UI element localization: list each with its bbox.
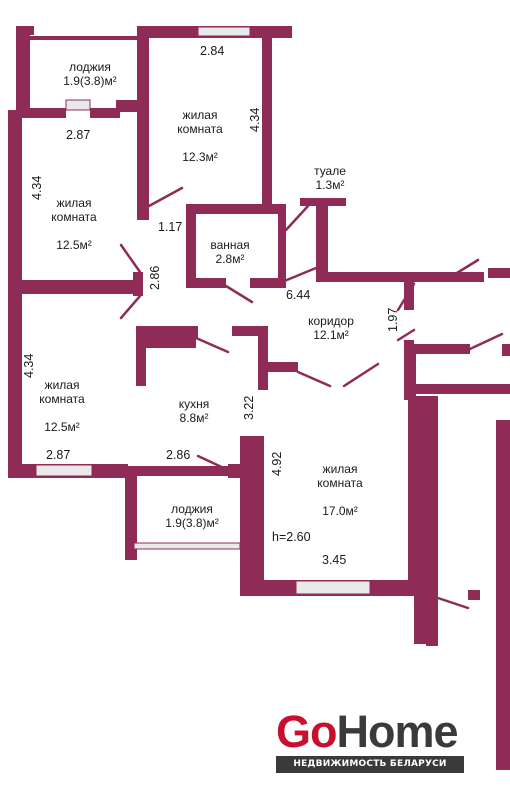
dim-197: 1.97: [386, 307, 400, 332]
dim-286-vert: 2.86: [148, 265, 162, 290]
kitchen-area: 8.8м²: [179, 411, 209, 425]
dim-434-top: 4.34: [248, 107, 262, 132]
toilet-name: туале: [314, 164, 346, 178]
dim-492: 4.92: [270, 451, 284, 476]
living-top-label: жилая комната 12.3м²: [160, 94, 240, 178]
kitchen-label: кухня 8.8м²: [166, 397, 222, 425]
corridor-label: коридор 12.1м²: [296, 314, 366, 342]
dim-434-bottom-left: 4.34: [22, 353, 36, 378]
gohome-logo: GoHome НЕДВИЖИМОСТЬ БЕЛАРУСИ: [276, 708, 466, 774]
living-top-name: жилая комната: [177, 108, 223, 136]
dim-287-top: 2.87: [66, 128, 91, 142]
dim-284-top: 2.84: [200, 44, 225, 58]
corridor-area: 12.1м²: [313, 328, 349, 342]
door-swings: [119, 186, 504, 610]
living-big-name: жилая комната: [317, 462, 363, 490]
living-left-name: жилая комната: [51, 196, 97, 224]
dim-644: 6.44: [286, 288, 311, 302]
loggia-top-name: лоджия: [69, 60, 111, 74]
loggia-bottom-label: лоджия 1.9(3.8)м²: [152, 502, 232, 530]
dim-287-bottom: 2.87: [46, 448, 71, 462]
toilet-label: туале 1.3м²: [300, 164, 360, 192]
dim-117: 1.17: [158, 220, 183, 234]
kitchen-name: кухня: [178, 397, 210, 411]
dim-286-bottom: 2.86: [166, 448, 191, 462]
dim-434-left: 4.34: [30, 175, 44, 200]
corridor-name: коридор: [308, 314, 354, 328]
living-big-label: жилая комната 17.0м²: [304, 448, 376, 532]
loggia-top-area: 1.9(3.8)м²: [63, 74, 117, 88]
living-bottom-left-label: жилая комната 12.5м²: [24, 364, 100, 448]
toilet-area: 1.3м²: [315, 178, 345, 192]
living-top-area: 12.3м²: [182, 150, 218, 164]
loggia-top-label: лоджия 1.9(3.8)м²: [40, 60, 140, 88]
logo-wordmark: GoHome: [276, 706, 459, 757]
ceiling-height: h=2.60: [272, 530, 311, 544]
loggia-bottom-area: 1.9(3.8)м²: [165, 516, 219, 530]
dim-345: 3.45: [322, 553, 347, 567]
living-bottom-left-name: жилая комната: [39, 378, 85, 406]
living-bottom-left-area: 12.5м²: [44, 420, 80, 434]
windows: [35, 26, 371, 595]
bathroom-name: ванная: [210, 238, 250, 252]
living-big-area: 17.0м²: [322, 504, 358, 518]
logo-home: Home: [336, 706, 459, 757]
living-left-area: 12.5м²: [56, 238, 92, 252]
logo-go: Go: [276, 706, 337, 757]
loggia-bottom-name: лоджия: [171, 502, 213, 516]
bathroom-label: ванная 2.8м²: [198, 238, 262, 266]
living-left-label: жилая комната 12.5м²: [34, 182, 114, 266]
logo-tagline: НЕДВИЖИМОСТЬ БЕЛАРУСИ: [276, 756, 464, 773]
dim-322: 3.22: [242, 395, 256, 420]
bathroom-area: 2.8м²: [215, 252, 245, 266]
